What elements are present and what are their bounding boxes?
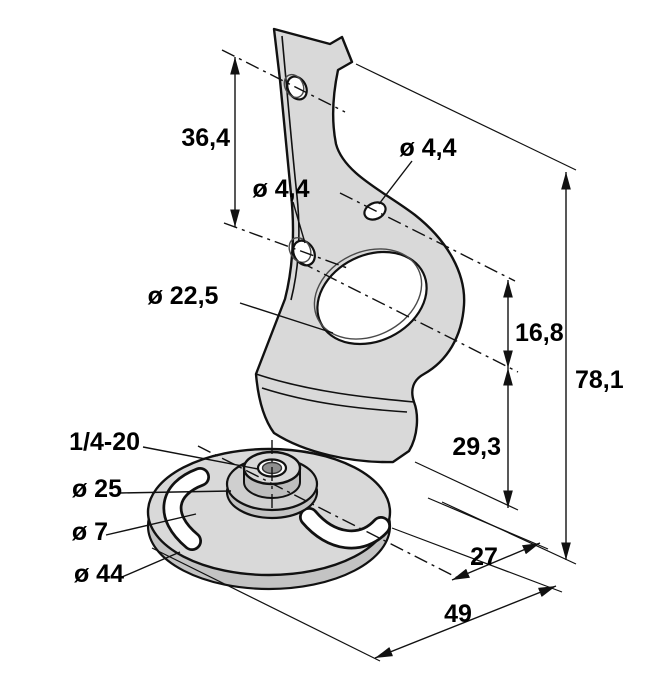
centerlines — [197, 49, 519, 579]
dim-label-16-8: 16,8 — [515, 319, 564, 347]
dim-label-29-3: 29,3 — [452, 433, 501, 461]
leader-dia-25 — [119, 490, 232, 494]
dim-label-49: 49 — [444, 600, 472, 628]
dim-label-dia-4-4-left: ø 4,4 — [253, 175, 310, 203]
dim-label-dia-25: ø 25 — [72, 475, 122, 503]
dimension-lines — [230, 57, 571, 659]
sensor-hole-depth-edge — [313, 248, 423, 340]
bend-line-lower — [261, 387, 408, 413]
centerline-large-hole — [299, 261, 519, 373]
dim-label-thread: 1/4-20 — [69, 428, 140, 456]
leader-lines — [105, 160, 413, 578]
arc-slot-left — [162, 467, 210, 551]
side-hole-left-depth-edge — [288, 236, 312, 264]
dimline-27 — [451, 542, 541, 581]
ext-27-right — [427, 497, 549, 550]
ext-29-3-bottom — [414, 461, 519, 511]
leader-dia-4-4-right — [378, 160, 413, 205]
bend-line-upper — [255, 373, 415, 403]
centerline-side-hole-left — [223, 222, 351, 270]
leader-thread — [142, 446, 259, 470]
ext-78-1-top — [355, 63, 577, 171]
centerline-tab-hole — [221, 49, 346, 113]
dim-label-dia-44: ø 44 — [74, 560, 124, 588]
arc-slot-right — [299, 507, 391, 550]
leader-dia-4-4-left — [292, 201, 306, 244]
leader-dia-44 — [121, 551, 181, 578]
dimension-labels: 36,4 ø 4,4 ø 4,4 ø 22,5 16,8 78,1 29,3 2… — [69, 124, 624, 628]
tab-hole-depth-edge — [283, 73, 305, 99]
bracket-body — [146, 27, 466, 591]
ext-49-left — [151, 547, 381, 662]
leader-dia-22-5 — [239, 302, 334, 334]
dim-label-dia-22-5: ø 22,5 — [148, 282, 219, 310]
dimline-49 — [374, 585, 557, 659]
dim-label-78-1: 78,1 — [575, 366, 624, 394]
dim-label-dia-7: ø 7 — [72, 518, 108, 546]
plate-thickness-edge — [281, 35, 300, 301]
dim-label-dia-4-4-right: ø 4,4 — [400, 134, 457, 162]
leader-dia-7 — [105, 513, 197, 536]
centerline-boss-diagonal — [197, 445, 459, 579]
dim-label-36-4: 36,4 — [181, 124, 230, 152]
dim-label-27: 27 — [470, 543, 498, 571]
centerline-side-hole-right — [339, 192, 516, 282]
